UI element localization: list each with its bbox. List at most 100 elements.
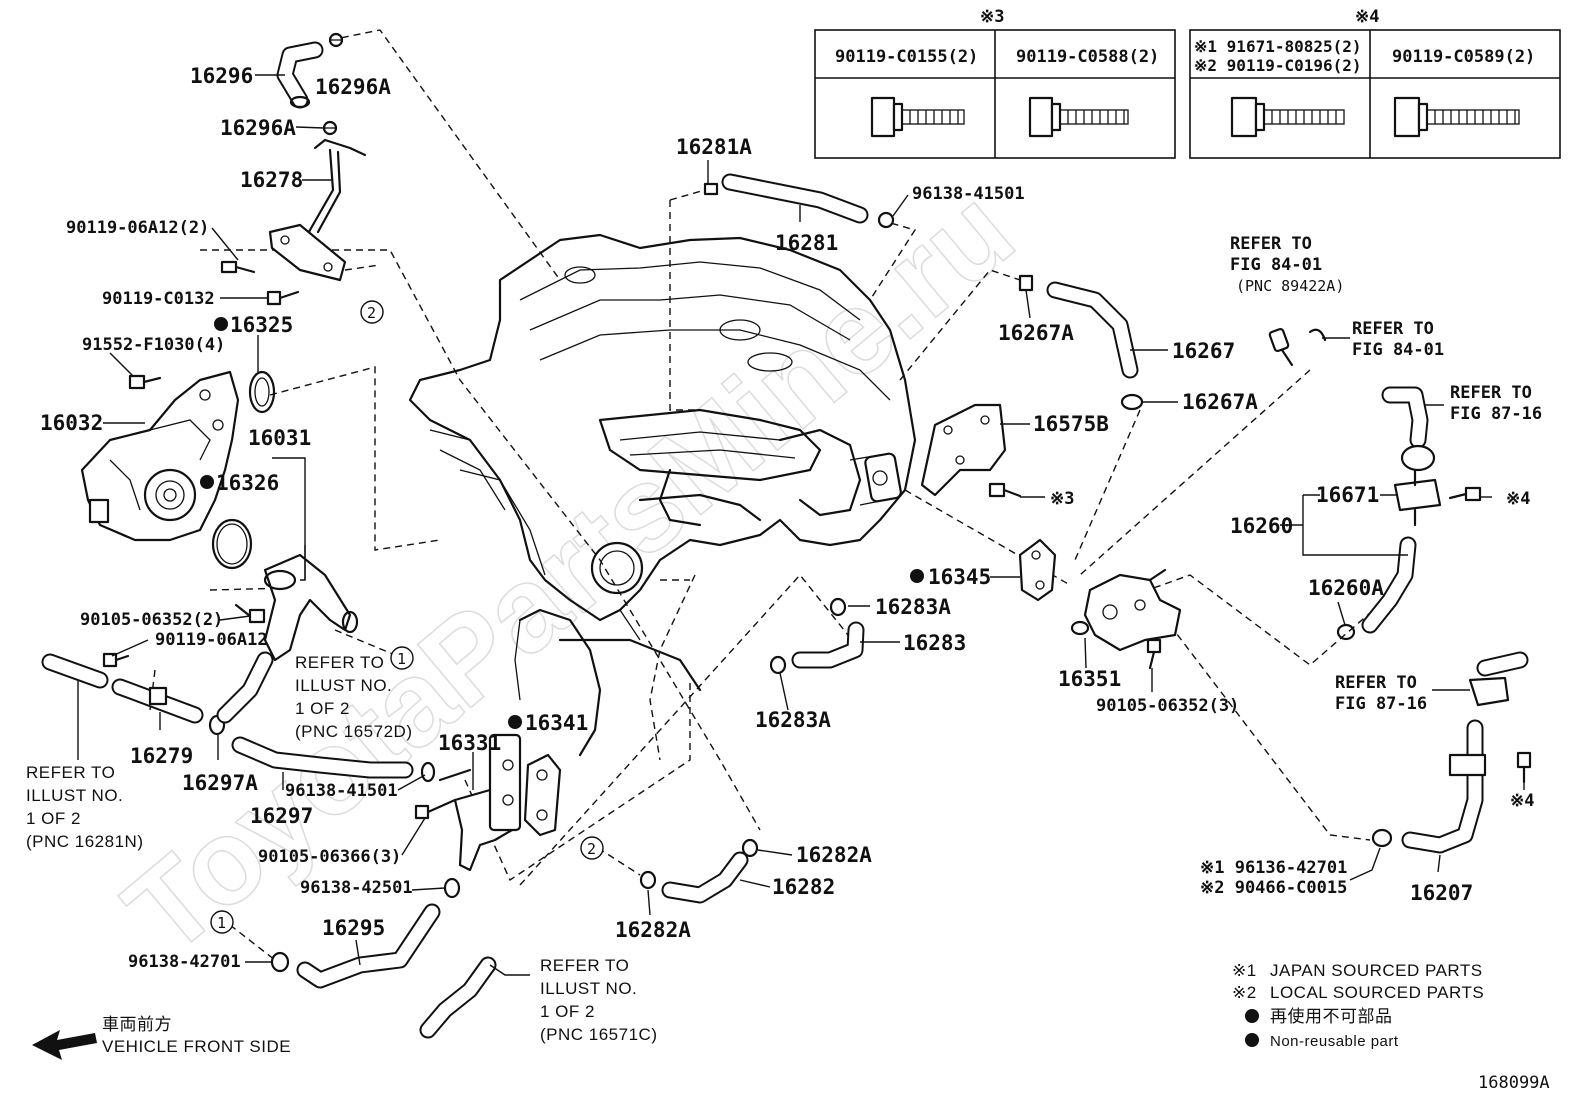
hose-16267 bbox=[1046, 281, 1139, 379]
clip-16267A-top bbox=[1018, 274, 1034, 292]
label-16260A: 16260A bbox=[1308, 576, 1384, 600]
refer-note-fig84: REFER TO FIG 84-01 bbox=[1352, 319, 1444, 360]
svg-text:REFER TO: REFER TO bbox=[1450, 383, 1532, 403]
connector-16671 bbox=[1393, 468, 1442, 527]
svg-text:REFER TO: REFER TO bbox=[26, 763, 115, 782]
label-16297: 16297 bbox=[250, 804, 313, 828]
label-90119-C0132: 90119-C0132 bbox=[102, 289, 215, 309]
sensor-89422A bbox=[1268, 327, 1294, 367]
clip-16260A bbox=[1336, 623, 1356, 641]
label-90105-06366: 90105-06366(3) bbox=[258, 847, 401, 867]
water-inlet-16031 bbox=[263, 553, 359, 662]
refer-note-16572D: REFER TO ILLUST NO. 1 OF 2 (PNC 16572D) bbox=[295, 653, 413, 741]
clip-16283A-bottom bbox=[769, 655, 787, 675]
clip-96138-41501-left bbox=[420, 761, 436, 783]
svg-text:(PNC 16572D): (PNC 16572D) bbox=[295, 722, 413, 741]
svg-text:Non-reusable part: Non-reusable part bbox=[1270, 1033, 1399, 1050]
label-16345: 16345 bbox=[928, 565, 991, 589]
label-16267A-bottom: 16267A bbox=[1182, 390, 1258, 414]
clip-16267A-bottom bbox=[1120, 393, 1144, 411]
elbow-refer-87-16-top bbox=[1381, 386, 1436, 472]
svg-text:※1 91671-80825(2): ※1 91671-80825(2) bbox=[1194, 37, 1362, 56]
clip-16282A-bottom bbox=[639, 870, 657, 890]
bolt-90105-06352-2 bbox=[234, 603, 266, 624]
part-16279-pipe bbox=[111, 678, 204, 724]
svg-text:LOCAL SOURCED PARTS: LOCAL SOURCED PARTS bbox=[1270, 983, 1484, 1002]
label-16283: 16283 bbox=[903, 631, 966, 655]
svg-text:REFER TO: REFER TO bbox=[1335, 673, 1417, 693]
svg-text:※1: ※1 bbox=[1232, 961, 1257, 980]
hose-16283 bbox=[791, 621, 865, 669]
label-96136-42701: ※1 96136-42701 bbox=[1200, 858, 1347, 878]
label-16281: 16281 bbox=[775, 231, 838, 255]
hose-refer-16281N bbox=[41, 653, 109, 689]
label-16260: 16260 bbox=[1230, 514, 1293, 538]
label-96138-42701: 96138-42701 bbox=[128, 952, 241, 972]
bolt-90119-C0132 bbox=[266, 290, 300, 306]
svg-text:(PNC 16571C): (PNC 16571C) bbox=[540, 1025, 658, 1044]
svg-text:ILLUST NO.: ILLUST NO. bbox=[26, 786, 123, 805]
svg-text:1 OF 2: 1 OF 2 bbox=[295, 699, 350, 718]
pipe-16207 bbox=[1401, 719, 1487, 854]
oring-16326 bbox=[211, 518, 253, 570]
bolt-90119-06A12-single bbox=[102, 652, 130, 668]
outlet-16351 bbox=[1070, 568, 1182, 652]
diagram-id: 168099A bbox=[1478, 1073, 1550, 1093]
hose-refer-16571C bbox=[419, 956, 497, 1039]
gasket-16345 bbox=[1018, 538, 1057, 602]
label-91552-F1030: 91552-F1030(4) bbox=[82, 335, 225, 355]
svg-text:VEHICLE FRONT SIDE: VEHICLE FRONT SIDE bbox=[102, 1037, 291, 1056]
legend: ※1 JAPAN SOURCED PARTS ※2 LOCAL SOURCED … bbox=[1232, 961, 1484, 1050]
label-16281A: 16281A bbox=[676, 135, 752, 159]
refer-note-fig87-bottom: REFER TO FIG 87-16 bbox=[1335, 673, 1427, 714]
label-16296: 16296 bbox=[190, 64, 253, 88]
housing-16331 bbox=[438, 733, 522, 872]
cover-16575B bbox=[920, 403, 1007, 497]
clip-16296A-second bbox=[322, 120, 338, 136]
label-16032: 16032 bbox=[40, 411, 103, 435]
watermark: ToyotaPartsMine.ru bbox=[101, 163, 1038, 980]
circle-ref-1-left: 1 bbox=[210, 910, 234, 934]
bolt-91552-F1030 bbox=[128, 374, 162, 390]
label-96138-41501-left: 96138-41501 bbox=[285, 781, 398, 801]
label-90105-06352-3: 90105-06352(3) bbox=[1096, 696, 1239, 716]
vehicle-front-arrow: 車両前方 VEHICLE FRONT SIDE bbox=[32, 1015, 291, 1060]
label-16282A-top: 16282A bbox=[796, 843, 872, 867]
bolt-icon-90119-C0589 bbox=[1393, 96, 1520, 138]
bolt-3-right bbox=[988, 482, 1022, 498]
label-16575B: 16575B bbox=[1033, 412, 1109, 436]
svg-text:(PNC 16281N): (PNC 16281N) bbox=[26, 832, 144, 851]
gasket-16341 bbox=[523, 753, 562, 837]
label-90119-06A12: 90119-06A12 bbox=[155, 630, 268, 650]
svg-text:※3: ※3 bbox=[980, 7, 1004, 27]
bolt-90105-06366 bbox=[414, 798, 457, 820]
label-90466-C0015: ※2 90466-C0015 bbox=[1200, 878, 1347, 898]
label-mark-3: ※3 bbox=[1050, 489, 1074, 509]
fastener-table-4: ※4 ※1 91671-80825(2) ※2 90119-C0196(2) 9… bbox=[1189, 7, 1561, 159]
label-mark-4-b: ※4 bbox=[1510, 791, 1534, 811]
svg-text:REFER TO: REFER TO bbox=[540, 956, 629, 975]
svg-text:90119-C0588(2): 90119-C0588(2) bbox=[1016, 47, 1159, 67]
hose-16260 bbox=[1361, 536, 1417, 634]
hose-16297 bbox=[231, 736, 414, 779]
svg-text:2: 2 bbox=[367, 304, 376, 322]
water-pump-16032 bbox=[80, 370, 240, 542]
svg-text:※2: ※2 bbox=[1232, 983, 1257, 1002]
fastener-table-3: ※3 90119-C0155(2) 90119-C0588(2) bbox=[814, 7, 1176, 159]
label-16341: 16341 bbox=[525, 711, 588, 735]
clip-96138-41501-top bbox=[877, 211, 895, 229]
clip-16281A bbox=[703, 182, 719, 196]
svg-text:FIG 87-16: FIG 87-16 bbox=[1450, 404, 1542, 424]
clip-96138-42501 bbox=[443, 877, 461, 899]
label-16207: 16207 bbox=[1410, 881, 1473, 905]
svg-text:90119-C0155(2): 90119-C0155(2) bbox=[835, 47, 978, 67]
svg-text:90119-C0589(2): 90119-C0589(2) bbox=[1392, 47, 1535, 67]
svg-text:1 OF 2: 1 OF 2 bbox=[26, 809, 81, 828]
hose-16282 bbox=[661, 851, 749, 904]
callout-labels: 16296 16296A 16296A 16278 90119-06A12(2)… bbox=[40, 64, 1534, 972]
svg-text:ILLUST NO.: ILLUST NO. bbox=[540, 979, 637, 998]
refer-note-89422A: REFER TO FIG 84-01 (PNC 89422A) bbox=[1230, 234, 1344, 295]
circle-ref-1-right: 1 bbox=[390, 646, 414, 670]
label-16671: 16671 bbox=[1316, 483, 1379, 507]
hose-refer-16572D bbox=[216, 651, 274, 724]
